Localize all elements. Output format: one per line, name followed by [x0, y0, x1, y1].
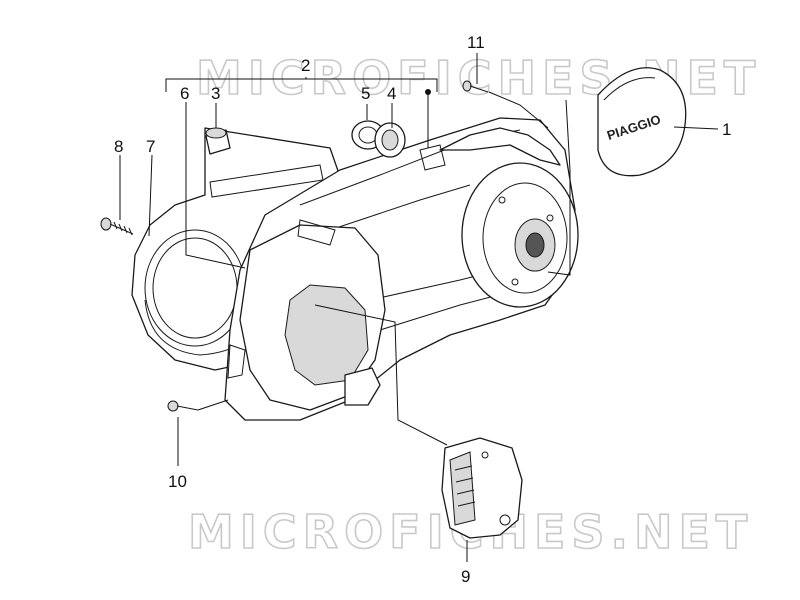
screw-bottom [167, 400, 199, 412]
callout-9: 9 [461, 567, 470, 586]
callout-7: 7 [146, 137, 155, 156]
callout-3: 3 [211, 84, 220, 103]
leader-dot [425, 89, 431, 95]
callout-8: 8 [114, 137, 123, 156]
callout-4: 4 [387, 84, 396, 103]
callout-1: 1 [722, 120, 731, 139]
callout-2: 2 [301, 56, 310, 75]
screw-left [100, 217, 134, 236]
callout-6: 6 [180, 84, 189, 103]
callout-10: 10 [168, 472, 187, 491]
callout-5: 5 [361, 84, 370, 103]
crankcase-cover [224, 117, 579, 421]
air-duct [441, 437, 523, 539]
bearing [374, 122, 406, 158]
leader-lines [119, 53, 719, 562]
bushing [205, 127, 231, 155]
cover-cap: PIAGGIO [597, 67, 687, 177]
assembly-bracket [165, 78, 438, 92]
screw-top [462, 80, 489, 93]
callout-11: 11 [467, 33, 485, 52]
callouts: 1 2 3 4 5 6 7 8 9 10 11 [114, 33, 731, 586]
